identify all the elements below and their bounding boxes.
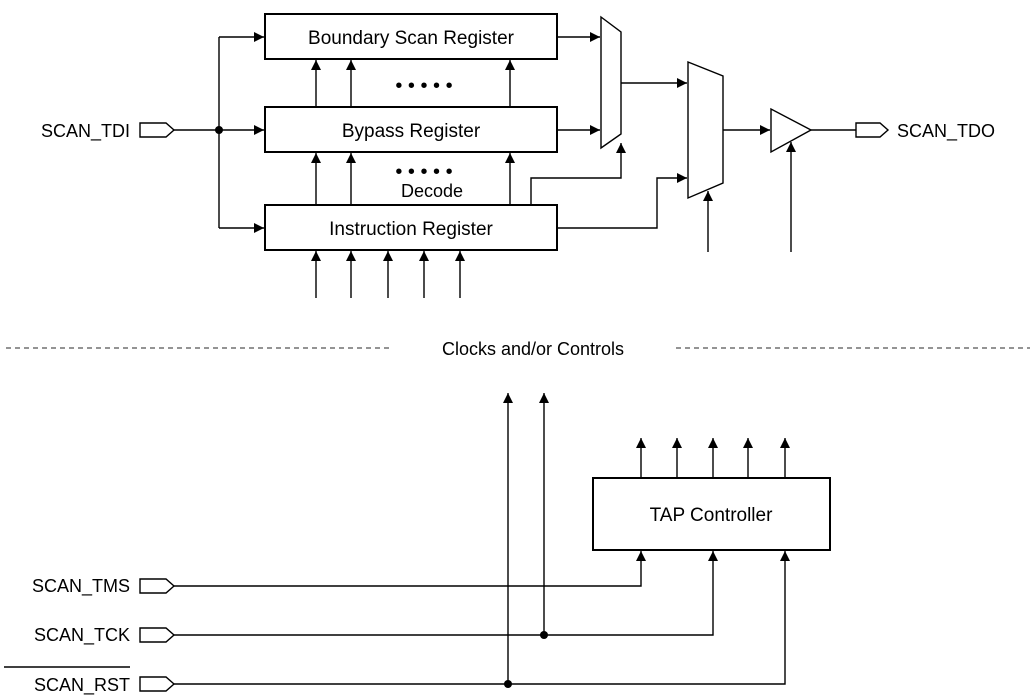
instruction-register xyxy=(264,204,558,251)
rst-port-label: SCAN_RST xyxy=(34,675,130,696)
tck-wire xyxy=(174,551,718,636)
rst-wire xyxy=(174,551,790,685)
instruction-register-label: Instruction Register xyxy=(329,219,493,240)
tap-controller-label: TAP Controller xyxy=(650,505,774,526)
tms-port-connector xyxy=(139,578,176,594)
bypass-register-label: Bypass Register xyxy=(342,121,481,142)
tdo-port-connector xyxy=(855,122,890,138)
lower-ellipsis: • • • • • xyxy=(395,161,452,183)
bypass-register xyxy=(264,106,558,153)
tck-port-label: SCAN_TCK xyxy=(34,625,130,646)
instruction-control-inputs xyxy=(311,251,465,298)
first-multiplexer xyxy=(600,15,622,150)
clocks-controls-label: Clocks and/or Controls xyxy=(442,339,624,359)
tms-port-label: SCAN_TMS xyxy=(32,576,130,597)
tap-controller xyxy=(592,477,831,551)
upper-ellipsis: • • • • • xyxy=(395,75,452,97)
tms-wire xyxy=(174,551,646,587)
tdi-port-connector xyxy=(139,122,176,138)
second-multiplexer xyxy=(687,60,724,200)
tck-port-connector xyxy=(139,627,176,643)
tap-controller-outputs xyxy=(636,438,790,478)
rst-port-connector xyxy=(139,676,176,692)
instruction-to-mux2 xyxy=(557,173,687,229)
tdo-port-label: SCAN_TDO xyxy=(897,121,995,142)
instruction-to-bypass-arrows xyxy=(311,153,515,205)
tdi-port-label: SCAN_TDI xyxy=(41,121,130,142)
bypass-to-boundary-arrows xyxy=(311,60,515,107)
output-buffer xyxy=(770,107,813,154)
decode-label: Decode xyxy=(401,181,463,201)
decode-to-mux1-select xyxy=(530,143,626,205)
boundary-scan-register-label: Boundary Scan Register xyxy=(308,28,515,49)
